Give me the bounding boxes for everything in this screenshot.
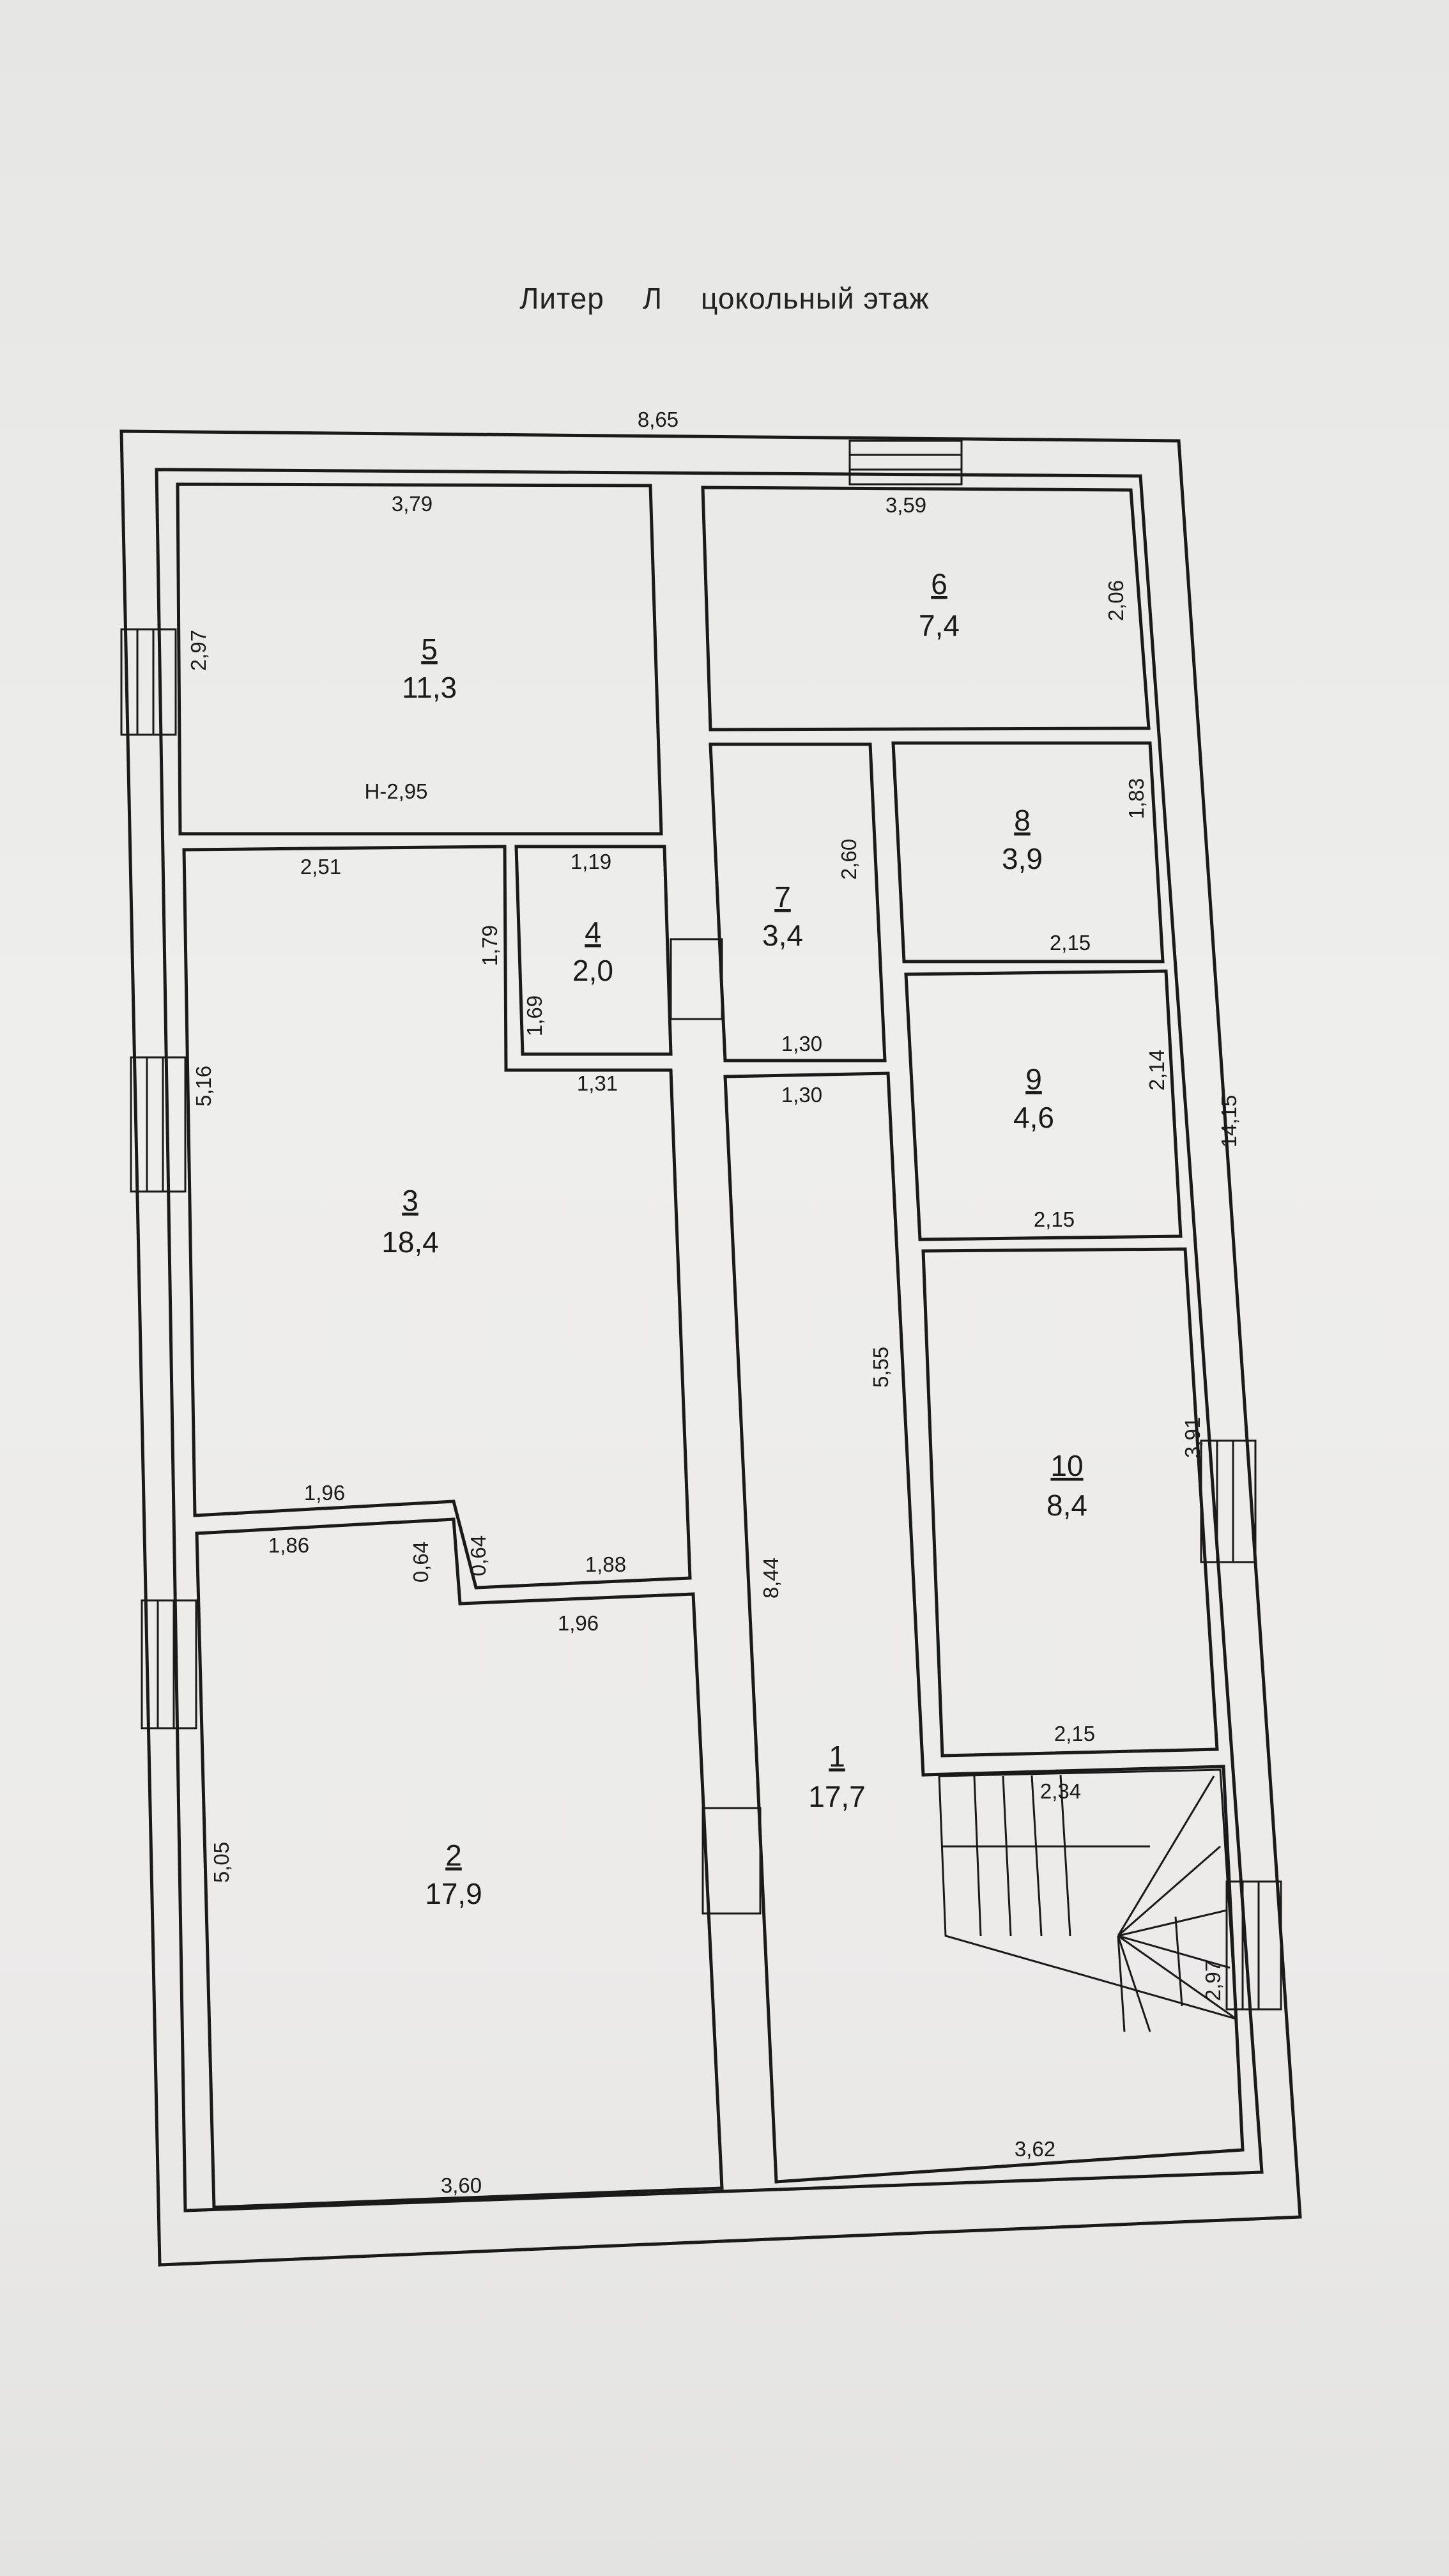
title-liter: Литер [519,282,604,315]
title-letter: Л [642,282,663,315]
room-3-dim-bottom2: 1,88 [585,1552,626,1576]
room-9-dim-side: 2,14 [1145,1050,1169,1091]
room-7-number: 7 [774,880,791,914]
room-2-area: 17,9 [425,1877,482,1910]
room-5-height: Н-2,95 [364,779,427,803]
room-1-area: 17,7 [808,1780,866,1813]
room-4-dim-bottom: 1,31 [577,1071,618,1095]
title-floor: цокольный этаж [701,282,930,315]
room-9-area: 4,6 [1013,1101,1054,1134]
room-4-area: 2,0 [572,954,613,987]
room-8-dim-side: 1,83 [1124,778,1148,819]
room-4-dim-side: 1,69 [523,995,546,1036]
room-2 [195,1517,724,2209]
room-8 [891,741,1165,963]
room-3 [182,845,692,1590]
room-5 [176,482,663,836]
room-10 [921,1247,1219,1758]
door-4-7 [670,938,723,1020]
room-3-dim-bottom1: 1,96 [304,1481,345,1505]
window-top [848,440,963,486]
room-4-dim-top: 1,19 [571,850,611,873]
door-1-2 [702,1807,762,1915]
room-6 [701,486,1151,732]
room-1-number: 1 [829,1740,845,1773]
room-7-area: 3,4 [762,919,803,952]
room-3-dim-notch: 1,79 [478,925,502,966]
room-5-number: 5 [421,632,438,666]
room-2-dim-step: 0,64 [409,1542,433,1583]
staircase [938,1768,1238,2032]
room-3-dim-step: 0,64 [466,1535,490,1576]
room-1-dim-left: 8,44 [759,1558,783,1598]
room-7-dim-side: 2,60 [837,839,861,880]
room-10-number: 10 [1050,1449,1083,1482]
room-4-number: 4 [585,916,601,949]
room-3-area: 18,4 [381,1225,439,1259]
room-6-dim-top: 3,59 [885,493,926,517]
room-10-dim-bottom: 2,15 [1054,1722,1095,1745]
room-8-dim-bottom: 2,15 [1050,931,1091,954]
room-1 [723,1071,1245,2184]
outer-dim-right: 14,15 [1217,1095,1241,1148]
window-left-2 [130,1056,187,1193]
room-3-number: 3 [402,1184,418,1217]
room-9-dim-bottom: 2,15 [1034,1208,1075,1231]
room-10-area: 8,4 [1046,1489,1087,1522]
inner-outline [155,468,1264,2212]
room-1-dim-side: 5,55 [869,1347,893,1388]
room-5-dim-side: 2,97 [187,630,210,671]
room-5-area: 11,3 [402,671,457,704]
room-6-number: 6 [931,567,947,601]
window-right-2 [1225,1880,1282,2011]
room-2-dim-top2: 1,96 [558,1611,599,1635]
room-5-dim-top: 3,79 [392,492,433,516]
room-1-dim-stair: 2,34 [1040,1779,1081,1803]
room-1-dim-bottom: 3,62 [1015,2137,1055,2161]
room-2-dim-bottom: 3,60 [441,2174,482,2197]
room-8-area: 3,9 [1002,842,1043,875]
room-6-dim-side: 2,06 [1104,580,1128,621]
outer-wall [119,429,1302,2267]
room-6-area: 7,4 [919,609,960,642]
room-7-dim-bottom: 1,30 [781,1032,822,1055]
room-2-dim-side: 5,05 [210,1842,233,1883]
room-1-dim-top: 1,30 [781,1083,822,1107]
room-7 [709,742,887,1062]
room-3-dim-top: 2,51 [300,855,341,878]
room-10-dim-side: 3,91 [1181,1417,1204,1458]
room-9 [904,969,1183,1241]
room-2-dim-top1: 1,86 [268,1533,309,1557]
outer-dim-top: 8,65 [638,408,678,431]
window-right-1 [1200,1439,1257,1563]
window-left-1 [120,628,177,736]
window-left-3 [141,1599,197,1729]
room-9-number: 9 [1025,1062,1042,1096]
room-2-number: 2 [445,1839,462,1872]
room-4 [514,845,673,1056]
room-8-number: 8 [1014,804,1031,837]
room-1-dim-stair2: 2,97 [1201,1960,1225,2001]
room-3-dim-side: 5,16 [192,1066,215,1107]
